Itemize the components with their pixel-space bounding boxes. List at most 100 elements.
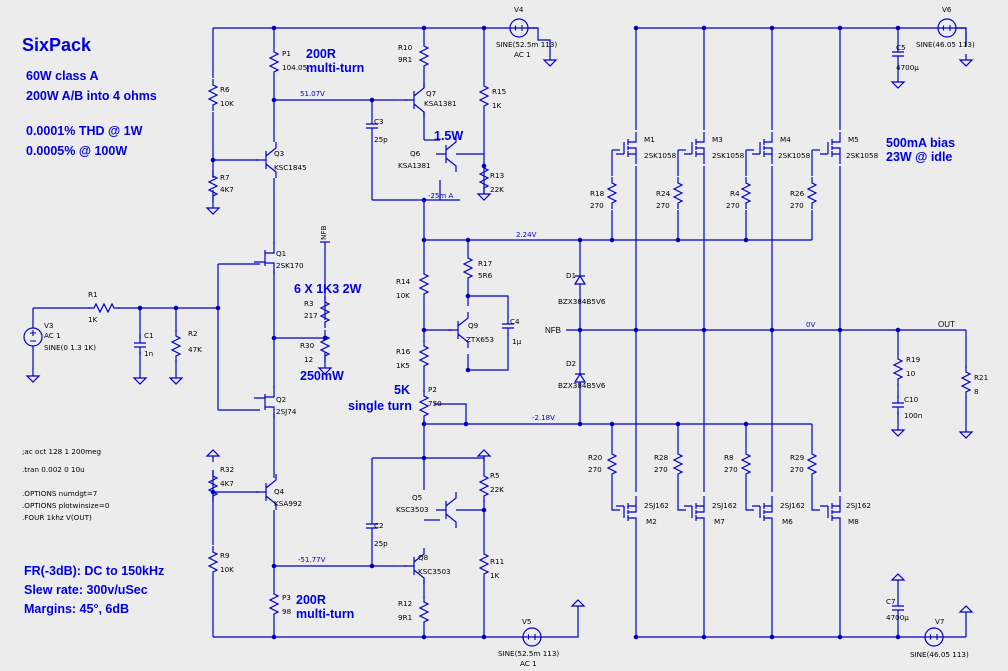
mosfet-ref: M6 xyxy=(782,517,793,526)
resistor-value: 10 xyxy=(906,369,916,378)
resistor-value: 8 xyxy=(974,387,979,396)
source-value: SINE(0 1.3 1K) xyxy=(44,343,96,352)
q6-note: 1.5W xyxy=(434,129,463,143)
resistor-value: 9R1 xyxy=(398,613,412,622)
bias-note: 500mA bias xyxy=(886,136,955,150)
transistor-model: KSA1381 xyxy=(424,99,457,108)
net-label: 0V xyxy=(806,321,815,329)
p1-note: 200R xyxy=(306,47,336,61)
resistor-ref: R24 xyxy=(656,189,671,198)
resistor-value: 12 xyxy=(304,355,313,364)
resistor-value: 104.05 xyxy=(282,63,307,72)
performance-line: FR(-3dB): DC to 150kHz xyxy=(24,564,164,578)
resistor-value: 270 xyxy=(588,465,602,474)
resistor-ref: R10 xyxy=(398,43,413,52)
resistor-value: 98 xyxy=(282,607,292,616)
spec-line: 200W A/B into 4 ohms xyxy=(26,89,157,103)
net-label: NFB xyxy=(545,326,561,335)
spec-line: 60W class A xyxy=(26,69,99,83)
junctions xyxy=(137,25,901,640)
capacitor-ref: C7 xyxy=(886,597,896,606)
resistor-value: 270 xyxy=(724,465,738,474)
transistor-ref: Q1 xyxy=(276,249,286,258)
resistor-value: 270 xyxy=(654,465,668,474)
mosfet-ref: M4 xyxy=(780,135,791,144)
resistor-ref: R15 xyxy=(492,87,506,96)
source-name: V7 xyxy=(935,617,945,626)
source-name: V3 xyxy=(44,321,54,330)
capacitor-value: 4700µ xyxy=(886,613,909,622)
schematic-title: SixPack xyxy=(22,35,92,55)
mosfet-ref: M3 xyxy=(712,135,723,144)
resistor-value: 1K5 xyxy=(396,361,410,370)
resistor-ref: R5 xyxy=(490,471,500,480)
spice-directive: .FOUR 1khz V(OUT) xyxy=(22,513,92,522)
mosfet-model: 2SJ162 xyxy=(846,501,871,510)
resistor-value: 1K xyxy=(88,315,98,324)
spec-line: 0.0001% THD @ 1W xyxy=(26,124,143,138)
transistor-model: ZTX653 xyxy=(466,335,494,344)
diode-ref: D1 xyxy=(566,271,576,280)
source-value: SINE(46.05 113) xyxy=(916,40,975,49)
transistor-model: 2SK170 xyxy=(276,261,304,270)
mosfet-ref: M2 xyxy=(646,517,657,526)
capacitor-value: 25p xyxy=(374,539,388,548)
transistor-ref: Q3 xyxy=(274,149,284,158)
p2-note: 5K xyxy=(394,383,410,397)
capacitor-ref: C5 xyxy=(896,43,906,52)
net-label: -51.77V xyxy=(298,556,326,564)
diode-ref: D2 xyxy=(566,359,576,368)
net-label: -25m A xyxy=(428,192,453,200)
resistor-value: 9R1 xyxy=(398,55,412,64)
mosfet-model: 2SJ162 xyxy=(780,501,805,510)
resistor-ref: R17 xyxy=(478,259,492,268)
resistor-ref: R29 xyxy=(790,453,805,462)
transistor-model: KSA1381 xyxy=(398,161,431,170)
resistor-ref: R28 xyxy=(654,453,669,462)
resistor-ref: R2 xyxy=(188,329,198,338)
bias-note: 23W @ idle xyxy=(886,150,952,164)
source-value: SINE(46.05 113) xyxy=(910,650,969,659)
mosfet-model: 2SK1058 xyxy=(778,151,811,160)
net-label: -2.18V xyxy=(532,414,555,422)
source-value: SINE(52.5m 113) xyxy=(498,649,559,658)
mosfet-model: 2SJ162 xyxy=(644,501,669,510)
resistor-value: 217 xyxy=(304,311,318,320)
resistor-ref: R32 xyxy=(220,465,234,474)
transistor-model: KSC3503 xyxy=(396,505,429,514)
capacitor-value: 4700µ xyxy=(896,63,919,72)
capacitor-ref: C10 xyxy=(904,395,919,404)
source-ac: AC 1 xyxy=(514,50,531,59)
resistor-ref: R8 xyxy=(724,453,734,462)
resistor-value: 22K xyxy=(490,185,504,194)
capacitor-value: 1n xyxy=(144,349,153,358)
mosfet-ref: M7 xyxy=(714,517,725,526)
resistor-ref: R30 xyxy=(300,341,315,350)
components xyxy=(23,18,973,647)
capacitor-ref: C1 xyxy=(144,331,154,340)
resistor-ref: R3 xyxy=(304,299,314,308)
transistor-ref: Q6 xyxy=(410,149,421,158)
transistor-ref: Q9 xyxy=(468,321,479,330)
resistor-ref: R20 xyxy=(588,453,603,462)
transistor-model: KSC1845 xyxy=(274,163,307,172)
resistor-ref: P1 xyxy=(282,49,291,58)
resistor-value: 1K xyxy=(492,101,502,110)
resistor-ref: R7 xyxy=(220,173,230,182)
resistor-value: 270 xyxy=(790,201,804,210)
resistor-value: 270 xyxy=(656,201,670,210)
resistor-value: 5R6 xyxy=(478,271,493,280)
transistor-model: KSA992 xyxy=(274,499,302,508)
resistor-ref: R21 xyxy=(974,373,988,382)
transistor-model: 2SJ74 xyxy=(276,407,297,416)
p1-note: multi-turn xyxy=(306,61,364,75)
resistor-ref: R14 xyxy=(396,277,411,286)
spice-directive: .OPTIONS numdgt=7 xyxy=(22,489,97,498)
source-name: V4 xyxy=(514,5,524,14)
transistor-ref: Q7 xyxy=(426,89,436,98)
resistor-ref: R9 xyxy=(220,551,230,560)
resistor-value: 4K7 xyxy=(220,479,234,488)
resistor-value: 10K xyxy=(396,291,410,300)
resistor-ref: P3 xyxy=(282,593,291,602)
